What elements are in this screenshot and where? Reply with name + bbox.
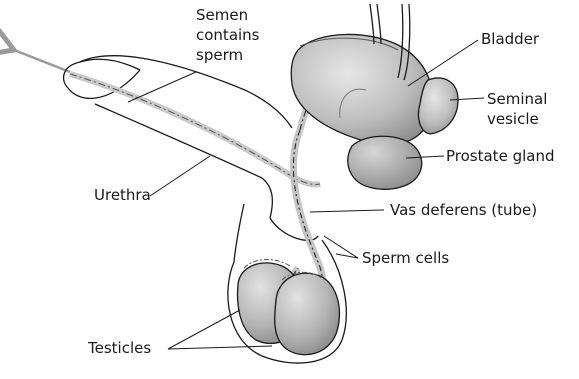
seminal-vesicle (418, 78, 458, 134)
label-semen-line2: contains (196, 26, 260, 44)
ejaculation-arrow (14, 50, 70, 72)
leader-vas-deferens (310, 210, 384, 212)
prostate-gland (348, 136, 422, 189)
leader-sperm-cells (324, 236, 358, 258)
label-testicles: Testicles (87, 339, 151, 357)
label-semen-line3: sperm (196, 46, 243, 64)
label-sperm-cells: Sperm cells (362, 249, 449, 267)
label-prostate-gland: Prostate gland (446, 147, 554, 165)
bladder (291, 34, 432, 145)
label-seminal-vesicle-line1: Seminal (487, 90, 547, 108)
label-bladder: Bladder (481, 30, 540, 48)
label-urethra: Urethra (94, 186, 151, 204)
leader-semen (128, 72, 196, 102)
leader-urethra (150, 156, 210, 196)
label-seminal-vesicle-line2: vesicle (487, 110, 539, 128)
urethra-channel (70, 74, 320, 185)
label-vas-deferens: Vas deferens (tube) (390, 201, 537, 219)
label-semen-line1: Semen (196, 6, 248, 24)
